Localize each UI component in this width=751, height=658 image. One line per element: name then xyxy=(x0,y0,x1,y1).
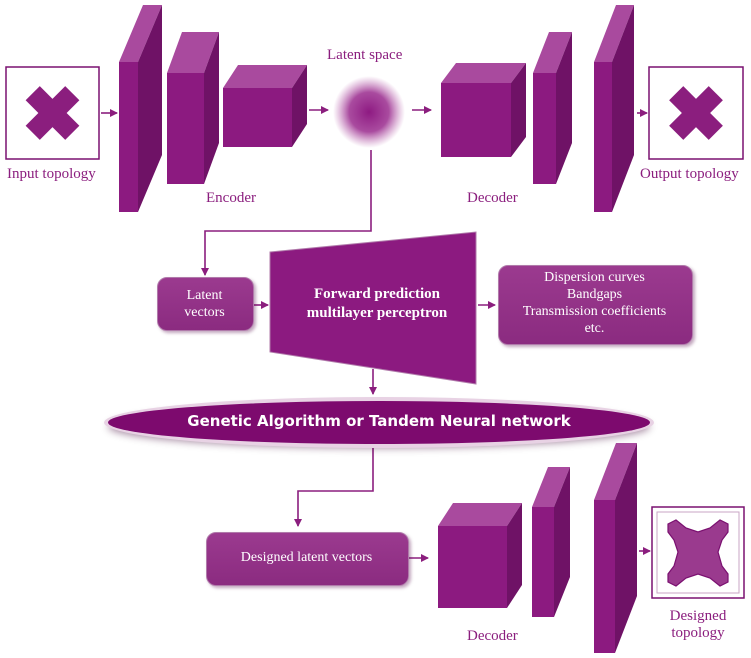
designed-latent-vectors-text: Designed latent vectors xyxy=(240,550,373,565)
genetic-algorithm-text: Genetic Algorithm or Tandem Neural netwo… xyxy=(187,412,571,430)
decoder-top-layer-3 xyxy=(594,5,634,212)
designed-latent-vectors-box xyxy=(206,532,409,586)
input-topology-label: Input topology xyxy=(7,166,96,182)
decoder-bottom-layer-2 xyxy=(532,467,570,617)
latent-vectors-line1: Latent xyxy=(186,288,223,303)
designed-topology-label-line1: Designed xyxy=(669,608,727,624)
decoder-top-label: Decoder xyxy=(467,190,518,206)
decoder-top-layer-1 xyxy=(441,63,526,157)
designed-topology-label-line2: topology xyxy=(671,625,725,641)
forward-prediction-line2: multilayer perceptron xyxy=(306,305,448,321)
forward-prediction-mlp xyxy=(269,231,477,385)
decoder-top-layer-2 xyxy=(533,32,572,184)
designed-topology-image xyxy=(651,506,745,599)
designed-topology-label: Designed topology xyxy=(652,608,744,642)
outputs-bandgaps: Bandgaps xyxy=(566,287,623,302)
encoder-layer-3 xyxy=(223,65,307,147)
latent-to-vectors-arrow xyxy=(201,150,372,276)
encoder-label: Encoder xyxy=(206,190,256,206)
encoder-layer-1 xyxy=(119,5,162,212)
latent-vectors-text: Latent vectors xyxy=(157,287,252,321)
decoder-bottom-layer-1 xyxy=(438,503,522,608)
output-topology-label: Output topology xyxy=(640,166,739,182)
latent-vectors-box xyxy=(157,277,254,331)
outputs-dispersion-curves: Dispersion curves xyxy=(544,270,645,285)
encoder-layer-2 xyxy=(167,32,219,184)
latent-vectors-line2: vectors xyxy=(184,305,225,320)
latent-space-blob xyxy=(333,76,405,148)
input-topology-image xyxy=(5,66,100,160)
latent-space-label: Latent space xyxy=(327,47,403,63)
top-row-arrows xyxy=(101,106,648,117)
output-topology-image xyxy=(648,66,744,160)
decoder-bottom-layer-3 xyxy=(594,443,637,653)
outputs-text: Dispersion curves Bandgaps Transmission … xyxy=(498,269,691,337)
outputs-box xyxy=(498,265,693,345)
ga-to-designed-vectors-arrow xyxy=(294,448,374,527)
forward-prediction-text: Forward prediction multilayer perceptron xyxy=(272,285,482,323)
outputs-transmission-coefficients: Transmission coefficients xyxy=(522,304,667,319)
genetic-algorithm-ellipse xyxy=(108,401,650,444)
outputs-etc: etc. xyxy=(584,321,605,336)
forward-prediction-line1: Forward prediction xyxy=(314,286,440,302)
decoder-bottom-label: Decoder xyxy=(467,628,518,644)
